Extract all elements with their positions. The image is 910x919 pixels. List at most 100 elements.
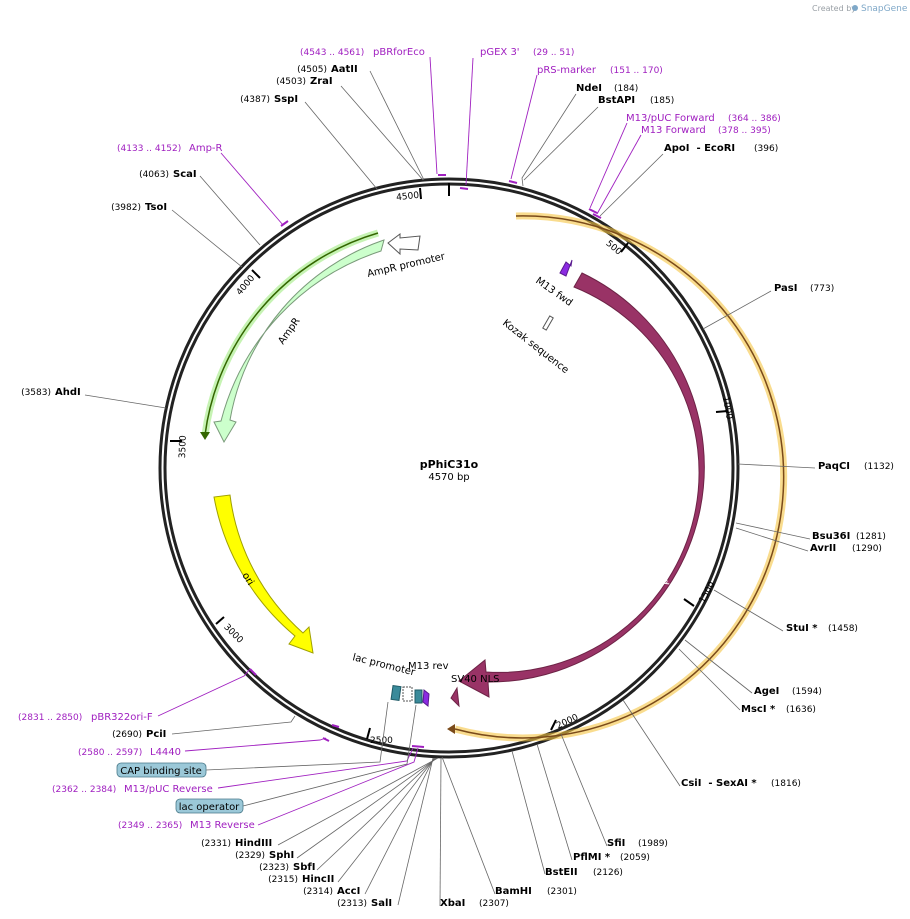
enzyme-stui-pos: (1458) bbox=[828, 624, 858, 634]
enzyme-tsoi-pos: (3982) bbox=[111, 203, 141, 213]
enzyme-hindiii-pos: (2331) bbox=[201, 839, 231, 849]
enzyme-pflmi-pos: (2059) bbox=[620, 853, 650, 863]
enzyme-pcii: PciI bbox=[146, 729, 166, 740]
kozak-marker bbox=[542, 315, 554, 331]
enzyme-ndei-pos: (184) bbox=[614, 84, 638, 94]
enzyme-sspi-pos: (4387) bbox=[240, 95, 270, 105]
lac-promoter-marker bbox=[402, 686, 413, 702]
primer-site-marks bbox=[249, 174, 602, 748]
primer-l4440-range: (2580 .. 2597) bbox=[78, 748, 142, 758]
primer-m13-forward: M13 Forward bbox=[641, 125, 706, 136]
integrase-orf-line bbox=[454, 215, 785, 739]
cap-binding-site-box bbox=[116, 762, 207, 778]
enzyme-csii-sexai: CsiI - SexAI * bbox=[681, 778, 757, 789]
primer-m13-reverse-range: (2349 .. 2365) bbox=[118, 821, 182, 831]
integrase-feature-arrow bbox=[458, 272, 705, 698]
enzyme-agei-pos: (1594) bbox=[792, 687, 822, 697]
ampr-orf-arrowhead bbox=[200, 432, 210, 440]
tick-label-3500: 3500 bbox=[178, 435, 189, 459]
enzyme-pasi-pos: (773) bbox=[810, 284, 834, 294]
enzyme-sphi-pos: (2329) bbox=[235, 851, 265, 861]
enzyme-sspi: SspI bbox=[274, 94, 298, 105]
sv40-nls-label: SV40 NLS bbox=[451, 674, 500, 685]
enzyme-ahdi-pos: (3583) bbox=[21, 388, 51, 398]
enzyme-sphi: SphI bbox=[269, 850, 294, 861]
ampr-orf-line bbox=[204, 232, 379, 436]
enzyme-connectors-right bbox=[439, 93, 816, 907]
enzyme-bamhi: BamHI bbox=[495, 886, 532, 897]
primer-pgex3-range: (29 .. 51) bbox=[533, 48, 574, 58]
enzyme-sali-pos: (2313) bbox=[337, 899, 367, 909]
plasmid-name: pPhiC31o bbox=[420, 458, 479, 471]
enzyme-hindiii: HindIII bbox=[235, 838, 272, 849]
enzyme-zrai-pos: (4503) bbox=[276, 77, 306, 87]
enzyme-scai-pos: (4063) bbox=[139, 170, 169, 180]
m13-rev-label: M13 rev bbox=[408, 661, 449, 672]
primer-pbrforeco-range: (4543 .. 4561) bbox=[300, 48, 364, 58]
enzyme-msci: MscI * bbox=[741, 704, 776, 715]
enzyme-pasi: PasI bbox=[774, 283, 797, 294]
enzyme-bsteii-pos: (2126) bbox=[593, 868, 623, 878]
enzyme-csii-sexai-pos: (1816) bbox=[771, 779, 801, 789]
enzyme-sbfi: SbfI bbox=[293, 862, 315, 873]
enzyme-ndei: NdeI bbox=[576, 83, 602, 94]
enzyme-pcii-pos: (2690) bbox=[112, 730, 142, 740]
enzyme-paqci: PaqCI bbox=[818, 461, 850, 472]
enzyme-bsu36i-pos: (1281) bbox=[856, 532, 886, 542]
primer-amp-r: Amp-R bbox=[189, 143, 223, 154]
m13-rev-arrow bbox=[422, 689, 430, 707]
primer-pbr322ori-f-range: (2831 .. 2850) bbox=[18, 713, 82, 723]
lac-operator-marker bbox=[414, 689, 423, 704]
enzyme-acci-pos: (2314) bbox=[303, 887, 333, 897]
enzyme-bsu36i: Bsu36I bbox=[812, 531, 850, 542]
tick-label-4500: 4500 bbox=[396, 191, 420, 203]
enzyme-hincii-pos: (2315) bbox=[268, 875, 298, 885]
enzyme-tsoi: TsoI bbox=[145, 202, 167, 213]
enzyme-agei: AgeI bbox=[754, 686, 779, 697]
kozak-label: Kozak sequence bbox=[500, 318, 570, 376]
primer-m13-puc-forward: M13/pUC Forward bbox=[626, 113, 715, 124]
credit-prefix: Created by bbox=[812, 4, 856, 13]
enzyme-scai: ScaI bbox=[173, 169, 197, 180]
enzyme-avrii: AvrII bbox=[810, 543, 836, 554]
enzyme-sfii-pos: (1989) bbox=[638, 839, 668, 849]
enzyme-paqci-pos: (1132) bbox=[864, 462, 894, 472]
primer-m13-forward-range: (378 .. 395) bbox=[718, 126, 771, 136]
ampr-promoter-arrow bbox=[387, 233, 421, 256]
enzyme-hincii: HincII bbox=[302, 874, 334, 885]
cap-binding-site-marker bbox=[390, 684, 402, 702]
ori-feature-arrow bbox=[213, 494, 314, 654]
tick-label-1500: 1500 bbox=[698, 580, 718, 605]
enzyme-bsteii: BstEII bbox=[545, 867, 578, 878]
primer-pgex3: pGEX 3' bbox=[480, 47, 520, 58]
backbone-outer-strand bbox=[158, 177, 740, 759]
enzyme-bamhi-pos: (2301) bbox=[547, 887, 577, 897]
enzyme-avrii-pos: (1290) bbox=[852, 544, 882, 554]
enzyme-aatii-pos: (4505) bbox=[297, 65, 327, 75]
ampr-feature-arrow bbox=[213, 239, 385, 444]
enzyme-ahdi: AhdI bbox=[55, 387, 81, 398]
m13-fwd-label: M13 fwd bbox=[533, 275, 574, 308]
lac-operator-label: lac operator bbox=[179, 802, 240, 813]
tick-label-1000: 1000 bbox=[720, 396, 734, 421]
enzyme-msci-pos: (1636) bbox=[786, 705, 816, 715]
cap-binding-site-label: CAP binding site bbox=[120, 766, 202, 777]
enzyme-aatii: AatII bbox=[331, 64, 358, 75]
primer-m13-puc-reverse: M13/pUC Reverse bbox=[124, 784, 213, 795]
m13-fwd-arrow bbox=[559, 259, 573, 277]
enzyme-sbfi-pos: (2323) bbox=[259, 863, 289, 873]
snapgene-logo-icon bbox=[852, 5, 858, 11]
enzyme-sali: SalI bbox=[371, 898, 392, 909]
enzyme-zrai: ZraI bbox=[310, 76, 333, 87]
primer-amp-r-range: (4133 .. 4152) bbox=[117, 144, 181, 154]
ampr-label: AmpR bbox=[276, 316, 302, 347]
ampr-promoter-label: AmpR promoter bbox=[366, 251, 447, 280]
primer-prs-marker-range: (151 .. 170) bbox=[610, 66, 663, 76]
enzyme-xbai-pos: (2307) bbox=[479, 899, 509, 909]
enzyme-pflmi: PflMI * bbox=[573, 852, 611, 863]
enzyme-bstapi: BstAPI bbox=[598, 95, 635, 106]
enzyme-stui: StuI * bbox=[786, 623, 818, 634]
credit-brand: SnapGene bbox=[861, 4, 908, 14]
enzyme-apoi-ecori-pos: (396) bbox=[754, 144, 778, 154]
